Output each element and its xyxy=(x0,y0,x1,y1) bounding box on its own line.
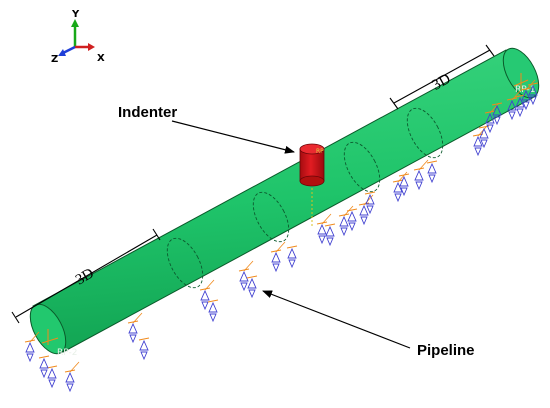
support-symbol xyxy=(207,299,219,323)
dimension-right xyxy=(389,44,495,110)
support-symbol xyxy=(238,260,254,292)
pipe-partitions xyxy=(166,107,444,289)
support-symbol xyxy=(392,171,408,203)
support-symbol xyxy=(364,191,376,215)
reference-point-right xyxy=(513,73,529,89)
support-symbol xyxy=(38,355,50,379)
support-symbol xyxy=(246,275,258,299)
support-symbol xyxy=(358,194,374,226)
indenter: RP xyxy=(299,143,325,226)
support-symbol xyxy=(484,102,500,134)
axis-triad: Y X Z xyxy=(51,9,105,65)
support-symbol xyxy=(127,312,143,344)
svg-text:RP: RP xyxy=(316,148,324,155)
pipeline-leader-arrow xyxy=(262,290,411,349)
support-symbol xyxy=(324,223,336,247)
z-axis-arrow xyxy=(62,45,76,55)
dimension-left xyxy=(11,228,161,324)
support-symbol xyxy=(24,331,40,363)
support-symbol xyxy=(46,365,58,389)
support-symbol xyxy=(316,213,332,245)
support-symbol xyxy=(398,173,410,197)
boundary-supports xyxy=(24,79,539,393)
support-symbol xyxy=(527,82,539,106)
support-symbol xyxy=(426,160,438,184)
rp-left-label: RP-2 xyxy=(57,348,77,358)
dimension-right-label: 3D xyxy=(430,71,454,94)
support-symbol xyxy=(491,102,503,126)
support-symbol xyxy=(270,241,286,273)
indenter-label: Indenter xyxy=(118,104,177,121)
support-symbol xyxy=(478,125,490,149)
support-symbol xyxy=(506,89,522,121)
pipeline: RP-2 RP-1 xyxy=(29,47,540,358)
x-axis-label: X xyxy=(97,53,105,64)
reference-point-left xyxy=(41,329,59,345)
pipeline-label: Pipeline xyxy=(417,342,475,359)
support-symbol xyxy=(514,94,526,118)
rp-right-label: RP-1 xyxy=(515,85,535,95)
support-symbol xyxy=(138,337,150,361)
y-axis-label: Y xyxy=(71,9,80,20)
indenter-leader-arrow xyxy=(171,120,295,154)
support-symbol xyxy=(346,208,358,232)
support-symbol xyxy=(286,245,298,269)
z-axis-label: Z xyxy=(51,54,58,65)
support-symbol xyxy=(199,279,215,311)
support-symbol xyxy=(413,159,429,191)
support-symbol xyxy=(64,361,80,393)
